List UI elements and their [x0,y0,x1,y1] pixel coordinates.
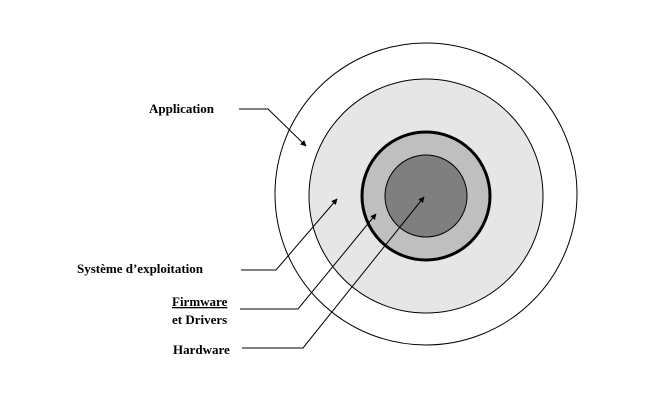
hardware-leader-line [242,196,425,349]
os-label: Système d’exploitation [77,261,204,276]
hardware-core [384,154,468,238]
application-leader-line [239,108,307,147]
drivers-label: et Drivers [172,312,227,327]
os-leader-line [241,198,338,271]
firmware-leader-line [240,213,377,310]
hardware-label: Hardware [173,342,230,357]
firmware-label: Firmware [172,294,228,309]
application-label: Application [149,101,215,116]
